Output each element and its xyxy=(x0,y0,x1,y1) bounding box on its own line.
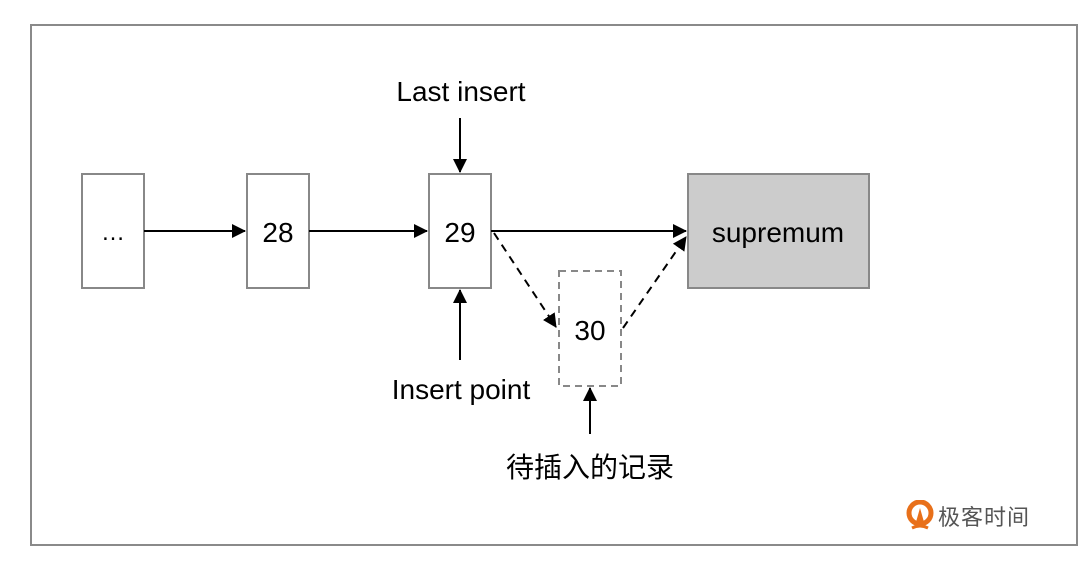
label-insert-point: Insert point xyxy=(392,374,531,405)
label-pending-record: 待插入的记录 xyxy=(506,451,674,484)
node-29-label: 29 xyxy=(444,217,475,248)
node-supremum-label: supremum xyxy=(712,217,844,248)
node-ellipsis xyxy=(81,173,145,289)
diagram-frame xyxy=(30,24,1078,546)
node-supremum xyxy=(687,173,870,289)
node-28-label: 28 xyxy=(262,217,293,248)
node-30-pending xyxy=(558,270,622,387)
node-28 xyxy=(246,173,310,289)
node-ellipsis-label: … xyxy=(101,219,125,246)
watermark-text: 极客时间 xyxy=(938,506,1031,531)
label-last-insert: Last insert xyxy=(396,76,525,107)
watermark-logo: 极客时间 xyxy=(906,500,1030,532)
node-30-label: 30 xyxy=(574,315,605,346)
geektime-logo-icon xyxy=(906,500,934,530)
arrow-29-to-30-dashed xyxy=(493,232,557,328)
arrow-30-to-supremum-dashed xyxy=(622,236,687,329)
